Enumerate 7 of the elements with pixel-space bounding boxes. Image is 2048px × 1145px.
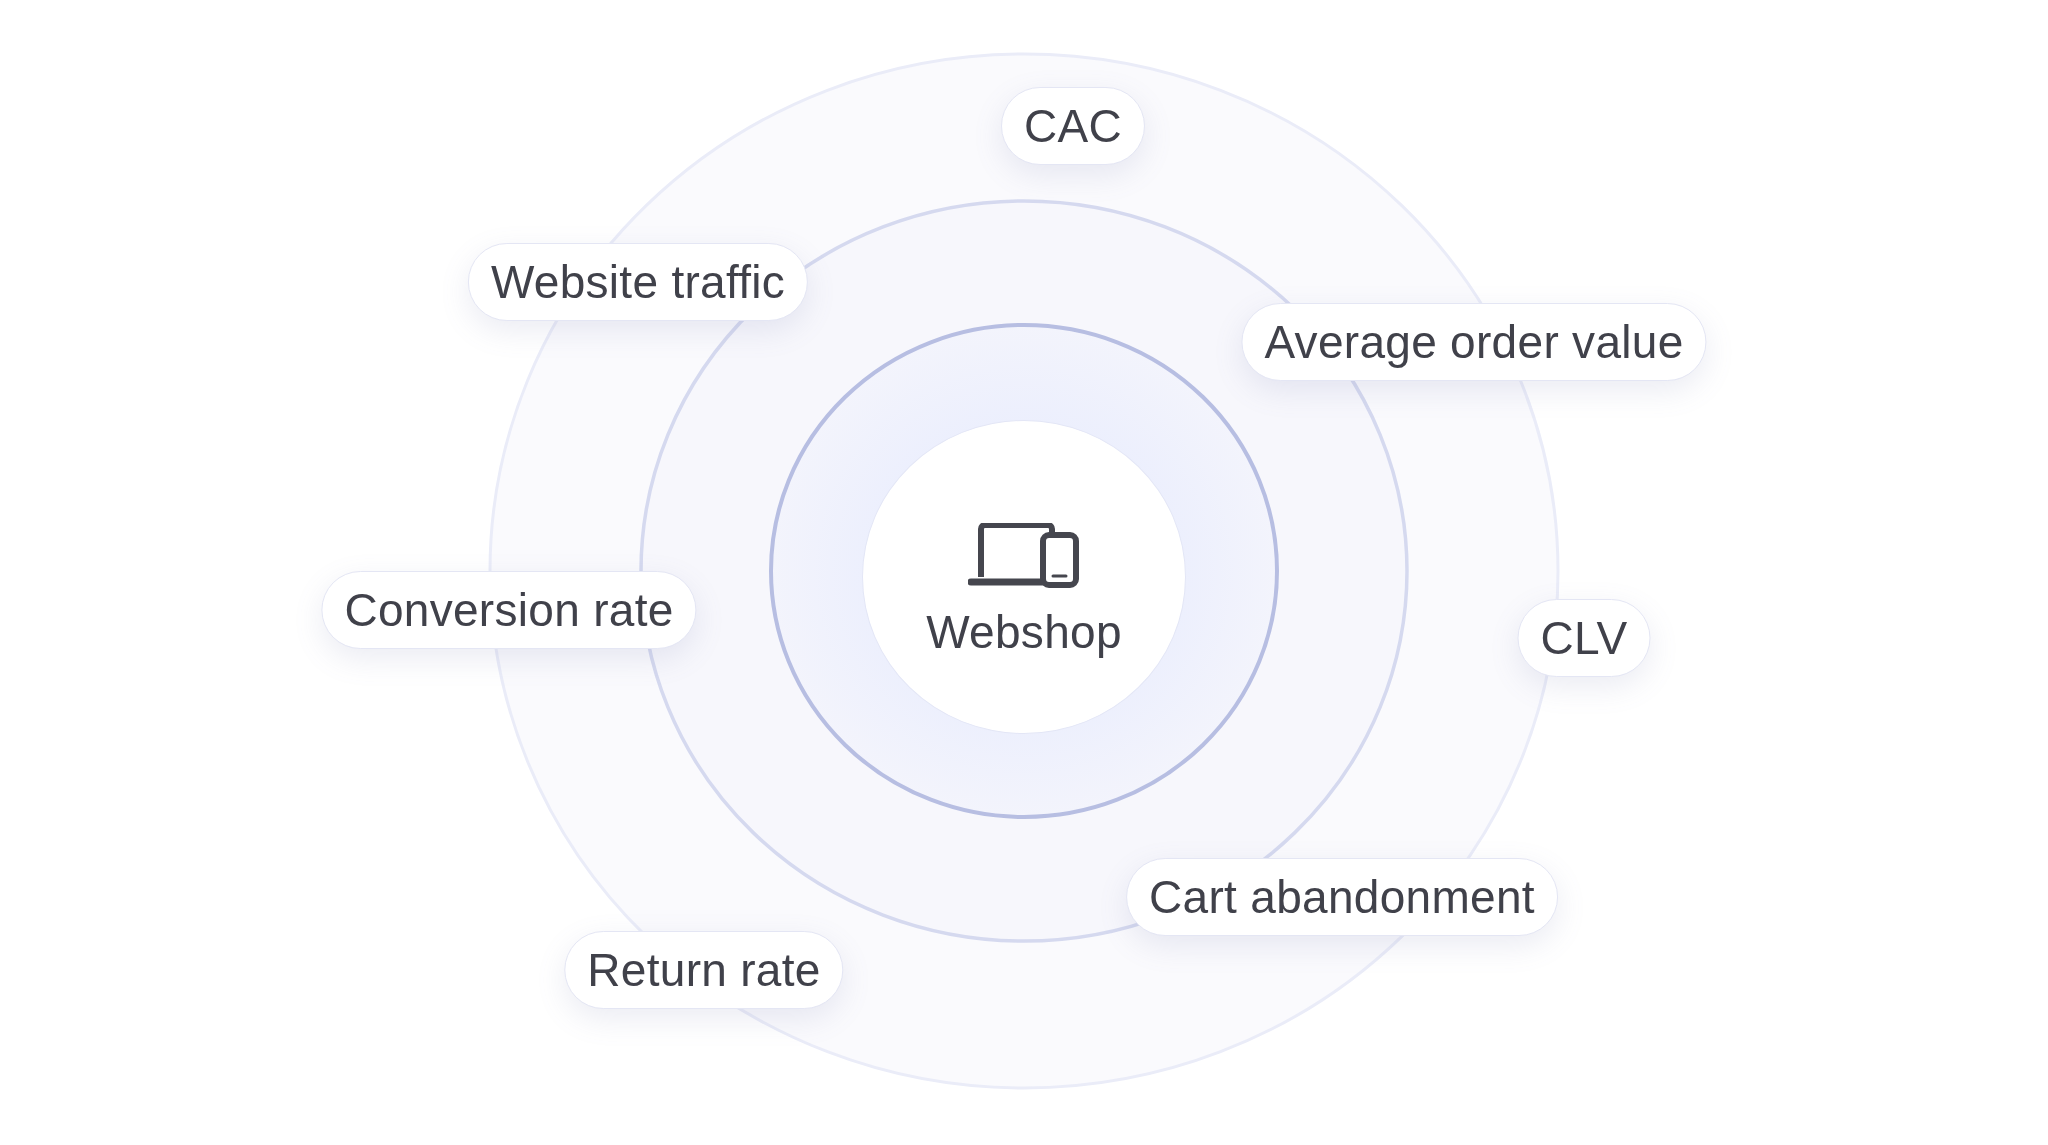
metric-pill: Return rate [564,931,844,1009]
hub-label: Webshop [926,605,1122,659]
metric-pill: Average order value [1241,303,1707,381]
metric-pill: CLV [1517,599,1651,677]
metric-pill: Conversion rate [321,571,697,649]
metric-pill: Cart abandonment [1126,858,1558,936]
metric-pill: Website traffic [467,243,809,321]
